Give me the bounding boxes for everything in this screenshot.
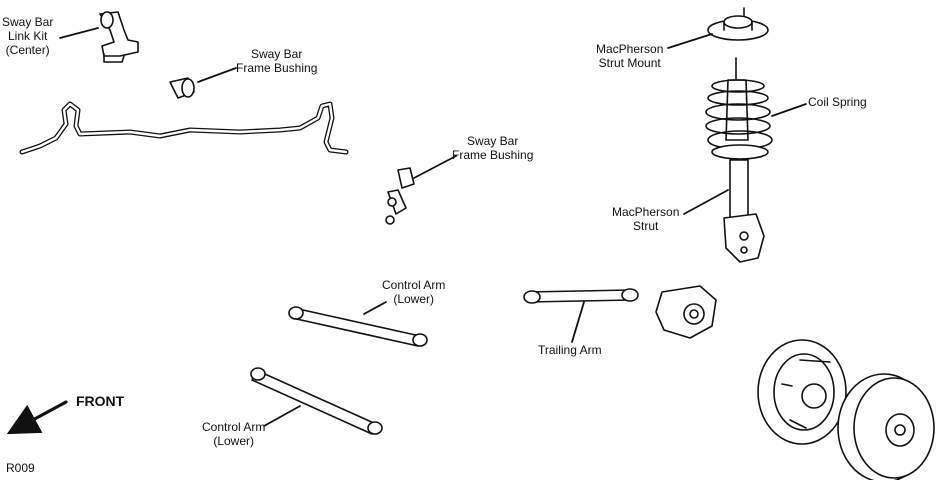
macpherson-strut-mount-part bbox=[707, 7, 769, 41]
brake-assembly-part bbox=[757, 339, 847, 445]
label-sway-bar-frame-bushing-2: Sway Bar Frame Bushing bbox=[452, 134, 534, 162]
control-arm-lower-part-1 bbox=[288, 306, 428, 347]
control-arm-lower-part-2 bbox=[250, 367, 383, 435]
macpherson-strut-part bbox=[723, 159, 765, 263]
knuckle-part bbox=[655, 285, 717, 339]
brake-drum-part bbox=[837, 373, 935, 480]
label-macpherson-strut-mount: MacPherson Strut Mount bbox=[596, 42, 664, 70]
coil-spring-part bbox=[705, 57, 773, 160]
sway-bar-frame-bushing-part-2 bbox=[385, 167, 415, 225]
leader-lines bbox=[59, 27, 807, 427]
label-sway-bar-frame-bushing-1: Sway Bar Frame Bushing bbox=[236, 47, 318, 75]
label-coil-spring: Coil Spring bbox=[808, 95, 867, 109]
front-label: FRONT bbox=[76, 393, 125, 409]
label-macpherson-strut: MacPherson Strut bbox=[612, 205, 680, 233]
figure-code: R009 bbox=[6, 461, 35, 475]
sway-bar-part bbox=[19, 101, 349, 155]
label-control-arm-lower-2: Control Arm (Lower) bbox=[202, 420, 266, 448]
trailing-arm-part bbox=[523, 288, 639, 304]
sway-bar-link-kit-part bbox=[99, 11, 139, 63]
front-arrow-icon bbox=[6, 400, 68, 435]
label-sway-bar-link-kit: Sway Bar Link Kit (Center) bbox=[2, 15, 54, 57]
sway-bar-frame-bushing-part-1 bbox=[169, 77, 195, 99]
label-control-arm-lower-1: Control Arm (Lower) bbox=[382, 278, 446, 306]
label-trailing-arm: Trailing Arm bbox=[538, 343, 602, 357]
